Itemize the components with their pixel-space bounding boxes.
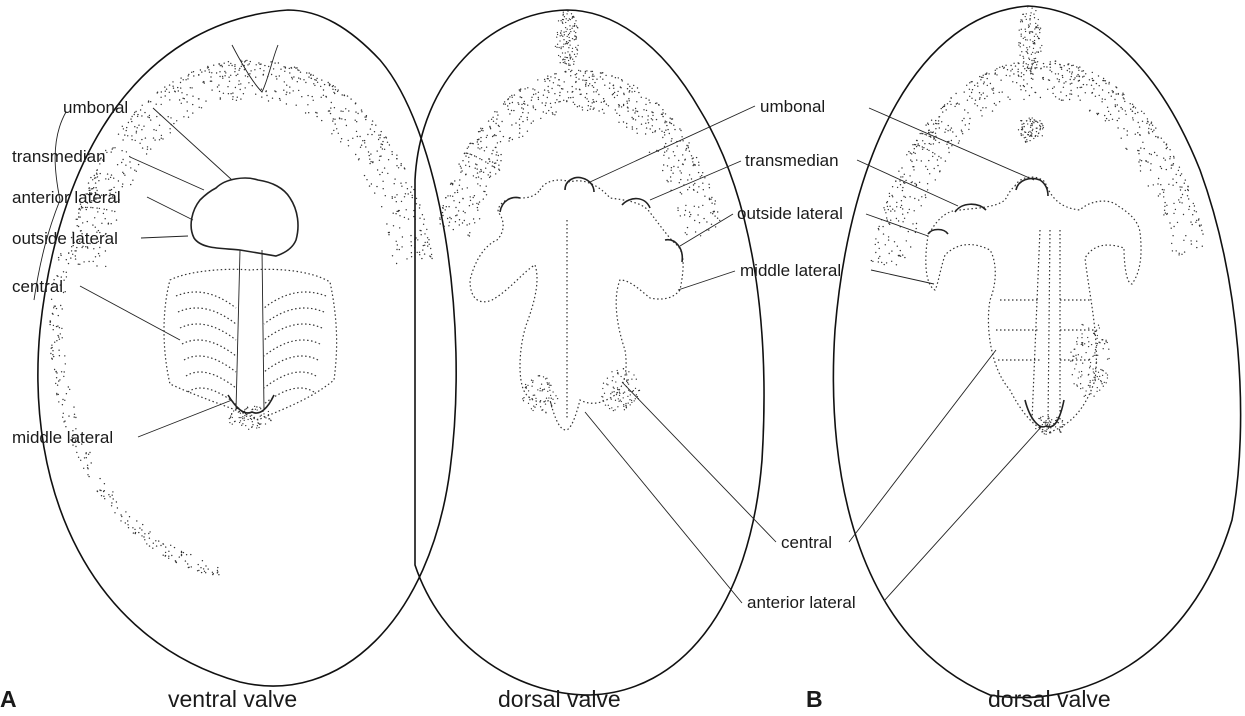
label-v1-middle-lateral: middle lateral [12,428,113,447]
label-v1-umbonal: umbonal [63,98,128,117]
leader-v3-outside-lateral [866,214,928,236]
label-v1-transmedian: transmedian [12,147,106,166]
label-v2-middle-lateral: middle lateral [740,261,841,280]
label-v1-outside-lateral: outside lateral [12,229,118,248]
dorsal-valve-b-drawing [833,6,1240,698]
panel-letter-a: A [0,686,17,712]
dorsal-valve-b-outline [833,6,1240,698]
dorsal-b-stippling [871,6,1204,435]
label-v1-central: central [12,277,63,296]
caption-dorsal-valve-b: dorsal valve [988,686,1111,712]
caption-ventral-valve: ventral valve [168,686,297,712]
leader-v1-anterior-lateral [147,197,193,220]
leader-v1-transmedian [130,157,204,190]
leader-v2-outside-lateral [680,214,733,246]
ventral-scar-rays [176,292,326,404]
dorsal-valve-a-drawing [415,10,764,695]
label-v2-transmedian: transmedian [745,151,839,170]
leader-v2-anterior-lateral [585,412,742,603]
panel-letter-b: B [806,686,823,712]
label-v1-anterior-lateral: anterior lateral [12,188,121,207]
label-v2-anterior-lateral: anterior lateral [747,593,856,612]
ventral-stippling [49,60,432,576]
ventral-muscle-field [191,178,298,256]
dorsal-a-umbonal-scar [565,178,594,193]
dorsal-a-transmedian-scar-right [622,199,650,208]
labels-valve-2: umbonal transmedian outside lateral midd… [737,97,856,612]
leader-v3-middle-lateral [871,270,934,284]
leader-v1-central [80,286,180,340]
label-v2-central: central [781,533,832,552]
dorsal-valve-a-outline [415,10,764,695]
dorsal-b-muscle-field [926,177,1141,432]
leader-v2-central [622,382,776,542]
dorsal-a-stippling [439,10,720,413]
label-v2-umbonal: umbonal [760,97,825,116]
dorsal-a-transmedian-scar-left [500,198,520,212]
leader-v2-umbonal [590,106,755,182]
leader-v3-central [849,350,996,542]
ventral-central-scar-field [164,269,337,420]
ventral-median-ridge [236,250,264,410]
leader-v1-umbonal [153,108,232,180]
dorsal-a-outside-lateral-scar [665,240,682,262]
dorsal-a-muscle-field [470,180,683,430]
leader-v3-transmedian [857,160,958,206]
dorsal-b-central-rays [996,230,1095,425]
label-v2-outside-lateral: outside lateral [737,204,843,223]
leader-v3-anterior-lateral [884,426,1042,601]
caption-dorsal-valve-a: dorsal valve [498,686,621,712]
labels-valve-1: umbonal transmedian anterior lateral out… [12,98,128,447]
dorsal-b-outside-lateral-scar [928,230,948,235]
leader-v1-outside-lateral [141,236,188,238]
captions: A ventral valve dorsal valve B dorsal va… [0,686,1111,712]
leader-lines [34,106,1042,603]
leader-v1-middle-lateral [138,400,232,437]
leader-v3-umbonal [869,108,1034,180]
dorsal-b-transmedian-scar [955,204,986,212]
leader-v2-transmedian [650,161,741,200]
leader-v2-middle-lateral [678,271,735,290]
